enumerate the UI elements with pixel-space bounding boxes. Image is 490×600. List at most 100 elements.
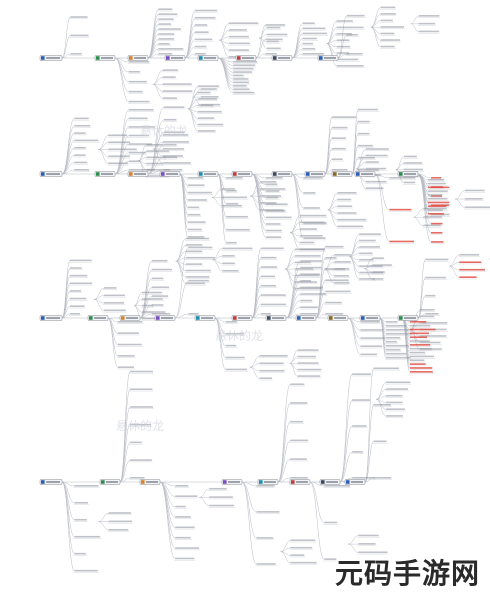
- hub-node-label: [272, 317, 284, 319]
- leaf-node-text: [162, 97, 177, 99]
- leaf-node-text: [389, 177, 416, 179]
- leaf-node-text: [197, 98, 217, 100]
- leaf-node-text: [197, 117, 215, 119]
- hub-node[interactable]: [99, 479, 121, 485]
- hub-node[interactable]: [304, 171, 326, 177]
- hub-node[interactable]: [231, 315, 253, 321]
- hub-node[interactable]: [164, 55, 186, 61]
- leaf-node-text: [226, 202, 239, 205]
- hub-node[interactable]: [139, 479, 161, 485]
- leaf-node-text: [151, 277, 164, 280]
- leaf-node-text: [130, 423, 152, 426]
- hub-node[interactable]: [127, 55, 149, 61]
- leaf-node-text: [294, 248, 325, 251]
- leaf-node-text: [459, 261, 482, 264]
- hub-node[interactable]: [257, 479, 279, 485]
- hub-node[interactable]: [231, 171, 253, 177]
- hub-node[interactable]: [319, 479, 341, 485]
- leaf-node-text: [336, 33, 352, 35]
- leaf-node-text: [346, 14, 365, 17]
- watermark-text-2: 悬休的龙: [215, 328, 263, 343]
- leaf-node-text: [108, 148, 137, 151]
- hub-node-icon: [356, 172, 360, 176]
- hub-node[interactable]: [127, 171, 149, 177]
- hub-node[interactable]: [197, 171, 219, 177]
- leaf-node-text: [352, 477, 375, 479]
- leaf-node-text: [256, 485, 275, 487]
- hub-node[interactable]: [119, 315, 141, 321]
- hub-node[interactable]: [354, 171, 376, 177]
- leaf-node-text: [380, 6, 396, 9]
- hub-node[interactable]: [317, 55, 339, 61]
- hub-node[interactable]: [235, 55, 257, 61]
- leaf-node-text: [352, 373, 371, 375]
- hub-node[interactable]: [39, 479, 63, 485]
- leaf-node-text: [337, 205, 353, 208]
- hub-node[interactable]: [359, 315, 381, 321]
- hub-node[interactable]: [295, 315, 317, 321]
- connector-line: [218, 23, 230, 41]
- hub-node[interactable]: [397, 315, 419, 321]
- leaf-node-text: [130, 406, 153, 408]
- connector-line: [291, 23, 303, 59]
- hub-node[interactable]: [344, 479, 366, 485]
- leaf-node-text: [336, 52, 350, 54]
- leaf-node-text: [128, 143, 153, 145]
- hub-node-icon: [329, 316, 333, 320]
- hub-node[interactable]: [265, 315, 287, 321]
- leaf-node-text: [163, 106, 185, 108]
- hub-node[interactable]: [87, 315, 109, 321]
- leaf-node-text: [185, 256, 215, 259]
- leaf-node-text: [128, 126, 155, 128]
- connector-line: [114, 135, 129, 175]
- connector-line: [159, 481, 176, 559]
- hub-node-label: [46, 481, 60, 483]
- hub-node[interactable]: [94, 171, 116, 177]
- hub-node[interactable]: [159, 171, 181, 177]
- hub-node[interactable]: [271, 171, 293, 177]
- leaf-node-text: [359, 239, 376, 242]
- leaf-node-text: [225, 332, 244, 335]
- hub-node[interactable]: [94, 55, 116, 61]
- hub-node[interactable]: [194, 315, 216, 321]
- leaf-node-text: [420, 309, 435, 311]
- leaf-node-text: [229, 42, 250, 45]
- hub-node[interactable]: [397, 171, 419, 177]
- hub-node[interactable]: [197, 55, 219, 61]
- connector-line: [119, 389, 131, 483]
- connector-line: [93, 299, 105, 311]
- hub-node[interactable]: [39, 171, 63, 177]
- hub-node[interactable]: [327, 315, 349, 321]
- leaf-node-text: [386, 332, 412, 335]
- leaf-node-text: [294, 287, 322, 290]
- leaf-node-text: [74, 117, 89, 120]
- connector-line: [147, 119, 165, 175]
- connector-line: [147, 144, 164, 175]
- hub-node[interactable]: [221, 479, 243, 485]
- hub-node[interactable]: [39, 55, 63, 61]
- leaf-node-text: [373, 404, 391, 406]
- hub-node-icon: [321, 480, 325, 484]
- leaf-node-text: [162, 76, 176, 78]
- leaf-node-text: [425, 276, 447, 279]
- leaf-node-text: [359, 252, 373, 255]
- hub-node[interactable]: [39, 315, 63, 321]
- hub-node[interactable]: [331, 171, 353, 177]
- leaf-node-text: [260, 209, 284, 211]
- leaf-node-text: [188, 279, 209, 282]
- leaf-node-text: [142, 298, 163, 300]
- leaf-node-text: [386, 352, 407, 355]
- leaf-node-text: [331, 147, 346, 150]
- hub-node-icon: [319, 56, 323, 60]
- hub-node[interactable]: [154, 315, 176, 321]
- leaf-node-text: [197, 91, 211, 94]
- leaf-node-text: [359, 246, 380, 248]
- leaf-node-text: [431, 241, 444, 243]
- hub-node[interactable]: [271, 55, 293, 61]
- connector-line: [133, 305, 143, 313]
- leaf-node-text: [226, 177, 243, 179]
- leaf-node-text: [163, 131, 185, 134]
- connector-line: [315, 302, 326, 319]
- hub-node[interactable]: [289, 479, 311, 485]
- hub-node-icon: [96, 56, 100, 60]
